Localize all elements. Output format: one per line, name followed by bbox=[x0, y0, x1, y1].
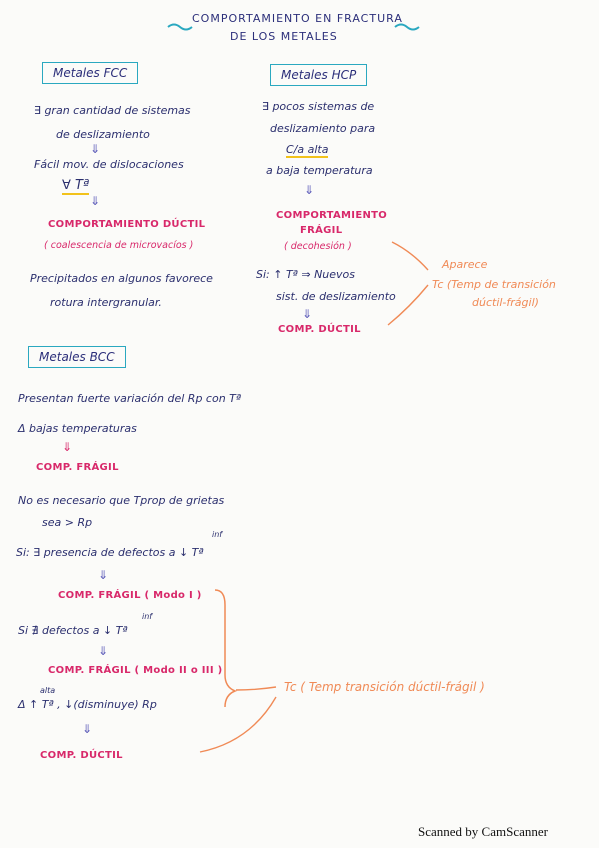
bcc-bullet5-sup: inf bbox=[142, 612, 153, 621]
bcc-result2: COMP. FRÁGIL ( Modo I ) bbox=[58, 590, 202, 601]
bcc-header: Metales BCC bbox=[28, 346, 126, 368]
hcp-bullet2-line2: sist. de deslizamiento bbox=[276, 290, 396, 303]
hcp-result-line1: COMPORTAMIENTO bbox=[276, 210, 388, 221]
bcc-bullet2: Δ bajas temperaturas bbox=[18, 422, 137, 435]
arrow-down-icon: ⇓ bbox=[302, 307, 313, 321]
hcp-bullet1-line2: deslizamiento para bbox=[270, 122, 376, 135]
hcp-result-line2: FRÁGIL bbox=[300, 225, 343, 236]
arrow-down-icon: ⇓ bbox=[98, 568, 109, 582]
arrow-down-icon: ⇓ bbox=[90, 142, 101, 156]
hcp-note-line1: Aparece bbox=[442, 258, 488, 271]
bcc-bullet5: Si ∄ defectos a ↓ Tª bbox=[18, 624, 128, 637]
fcc-result: COMPORTAMIENTO DÚCTIL bbox=[48, 219, 206, 230]
scanner-watermark: Scanned by CamScanner bbox=[418, 824, 548, 839]
hcp-result-sub: ( decohesión ) bbox=[284, 241, 352, 252]
fcc-bullet3-line1: Precipitados en algunos favorece bbox=[30, 272, 213, 285]
hcp-bullet1-line4: a baja temperatura bbox=[266, 164, 373, 177]
arrow-down-icon: ⇓ bbox=[82, 722, 93, 736]
arrow-down-icon: ⇓ bbox=[98, 644, 109, 658]
hcp-note-line3: dúctil-frágil) bbox=[472, 296, 539, 309]
fcc-header: Metales FCC bbox=[42, 62, 139, 84]
bcc-note: Tc ( Temp transición dúctil-frágil ) bbox=[284, 680, 485, 694]
bcc-bullet4: Si: ∃ presencia de defectos a ↓ Tª bbox=[16, 546, 204, 559]
hcp-bullet2-line1: Si: ↑ Tª ⇒ Nuevos bbox=[256, 268, 356, 281]
bcc-bullet4-sup: inf bbox=[212, 530, 223, 539]
fcc-bullet3-line2: rotura intergranular. bbox=[50, 296, 162, 309]
hcp-result2: COMP. DÚCTIL bbox=[278, 324, 361, 335]
fcc-bullet1-line1: ∃ gran cantidad de sistemas bbox=[34, 104, 191, 117]
bcc-bullet3-line1: No es necesario que Tprop de grietas bbox=[18, 494, 225, 507]
hcp-header: Metales HCP bbox=[270, 64, 368, 86]
fcc-result-sub: ( coalescencia de microvacíos ) bbox=[44, 240, 194, 251]
page-title-line1: COMPORTAMIENTO EN FRACTURA bbox=[192, 12, 403, 25]
fcc-bullet1-line2: de deslizamiento bbox=[56, 128, 150, 141]
bcc-result3: COMP. FRÁGIL ( Modo II o III ) bbox=[48, 665, 223, 676]
bcc-result1: COMP. FRÁGIL bbox=[36, 462, 119, 473]
bcc-bullet6-sup: alta bbox=[40, 686, 56, 695]
hcp-bullet1-line1: ∃ pocos sistemas de bbox=[262, 100, 375, 113]
bcc-result4: COMP. DÚCTIL bbox=[40, 750, 123, 761]
page-title-line2: DE LOS METALES bbox=[230, 30, 338, 43]
hcp-note-line2: Tc (Temp de transición bbox=[432, 278, 556, 291]
bcc-bullet6: Δ ↑ Tª , ↓(disminuye) Rp bbox=[18, 698, 157, 711]
fcc-bullet2-temp: ∀ Tª bbox=[62, 178, 90, 195]
arrow-down-icon: ⇓ bbox=[62, 440, 73, 454]
hcp-bullet1-line3: C/a alta bbox=[286, 143, 329, 158]
bcc-bullet3-line2: sea > Rp bbox=[42, 516, 93, 529]
arrow-down-icon: ⇓ bbox=[304, 183, 315, 197]
fcc-bullet2: Fácil mov. de dislocaciones bbox=[34, 158, 184, 171]
arrow-down-icon: ⇓ bbox=[90, 194, 101, 208]
bcc-bullet1: Presentan fuerte variación del Rp con Tª bbox=[18, 392, 242, 405]
